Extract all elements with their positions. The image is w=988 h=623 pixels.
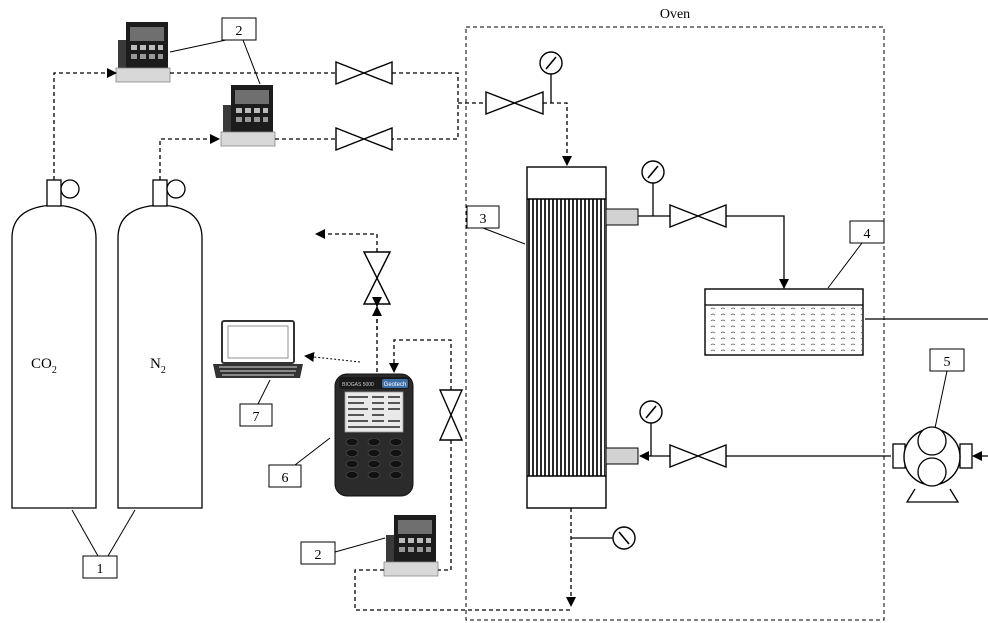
callout-4: 4	[827, 220, 885, 289]
svg-text:2: 2	[315, 548, 322, 563]
svg-text:1: 1	[97, 562, 104, 577]
valve-top-1	[335, 60, 393, 86]
svg-text:2: 2	[236, 24, 243, 39]
gas-analyzer: Geotech BIOGAS 5000	[334, 373, 414, 497]
membrane-contactor	[526, 166, 639, 509]
callout-7: 7	[239, 379, 273, 427]
pressure-gauge-lower-icon	[639, 400, 663, 456]
laptop-icon	[213, 320, 303, 378]
mass-flow-controller-bottom	[383, 515, 439, 577]
callout-2-bottom: 2	[300, 537, 386, 565]
n2-cylinder: N2	[117, 179, 203, 509]
svg-text:7: 7	[253, 410, 260, 425]
mass-flow-controller-middle	[220, 85, 276, 147]
pressure-gauge-outlet-icon	[571, 526, 636, 550]
data-link	[304, 352, 361, 363]
pump	[892, 426, 973, 503]
n2-label: N2	[150, 356, 166, 376]
oven-enclosure: Oven	[465, 7, 885, 621]
callout-3: 3	[466, 205, 526, 245]
callout-5: 5	[929, 348, 965, 429]
liquid-tank	[704, 288, 864, 356]
valve-outlet-upper	[669, 203, 727, 229]
valve-outlet-lower	[669, 443, 727, 469]
pressure-gauge-inlet-icon	[539, 51, 563, 103]
mass-flow-controller-top	[115, 22, 171, 83]
svg-text:3: 3	[480, 212, 487, 227]
oven-label: Oven	[660, 7, 690, 22]
svg-text:Geotech: Geotech	[384, 382, 407, 388]
svg-text:4: 4	[864, 227, 871, 242]
co2-label: CO2	[31, 356, 57, 376]
callout-2-top: 2	[169, 17, 261, 85]
gas-feed-lines	[53, 68, 572, 180]
co2-cylinder: CO2	[11, 179, 97, 509]
valve-inlet	[485, 90, 544, 116]
valve-vent	[362, 251, 392, 305]
valve-analyzer	[438, 389, 464, 441]
svg-text:BIOGAS 5000: BIOGAS 5000	[342, 382, 374, 388]
analyzer-gas-lines	[315, 229, 576, 611]
svg-text:6: 6	[282, 471, 289, 486]
callout-1: 1	[71, 509, 136, 579]
pressure-gauge-upper-icon	[641, 160, 665, 216]
svg-text:5: 5	[944, 355, 951, 370]
valve-top-2	[335, 126, 393, 152]
callout-6: 6	[268, 437, 331, 488]
liquid-lines	[638, 215, 988, 461]
